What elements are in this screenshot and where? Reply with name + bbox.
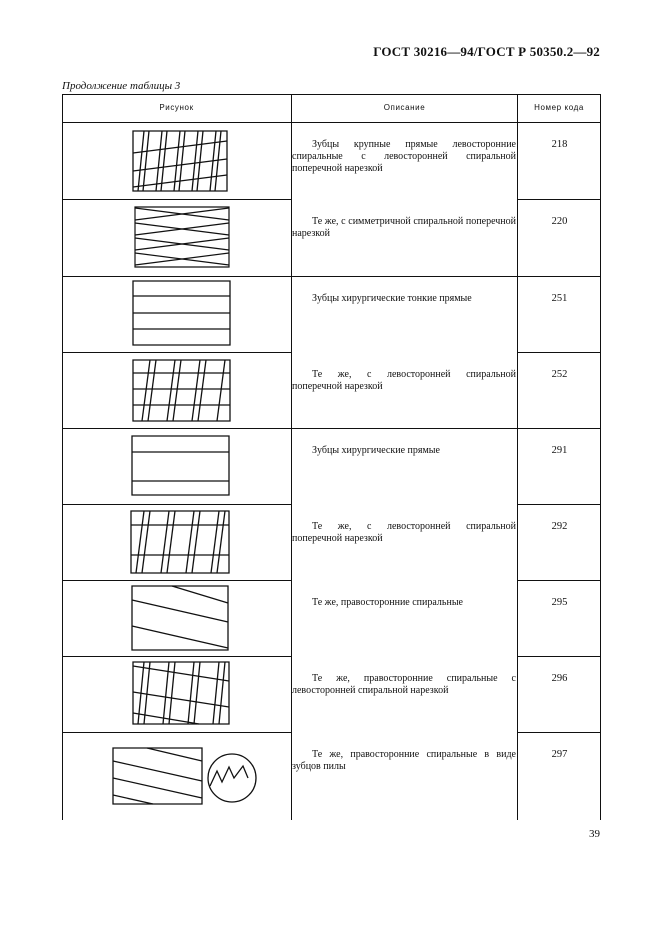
column-header-description: Описание: [383, 103, 426, 112]
row-divider: [62, 580, 291, 581]
fine-straight-teeth-icon: [62, 277, 291, 353]
table-border-top: [62, 94, 601, 95]
row-code: 220: [551, 216, 568, 227]
row-code: 251: [551, 293, 568, 304]
row-divider: [62, 276, 601, 277]
table-row: Те же, правосторонние спиральные с левос…: [62, 657, 601, 733]
table-row: Зубцы хирургические тонкие прямые 251: [62, 277, 601, 353]
row-divider: [62, 428, 601, 429]
right-spiral-with-left-cut-icon: [62, 657, 291, 733]
table-row: Те же, с симметричной спиральной попереч…: [62, 200, 601, 276]
row-code: 218: [551, 139, 568, 150]
row-divider: [517, 656, 601, 657]
table-row: Те же, с левосторонней спиральной попере…: [62, 505, 601, 581]
row-divider: [517, 732, 601, 733]
column-divider: [517, 94, 518, 820]
row-code: 297: [551, 749, 568, 760]
row-description: Зубцы хирургические прямые: [312, 445, 440, 456]
row-description: Те же, правосторонние спиральные с левос…: [292, 673, 516, 696]
coarse-left-spiral-with-cross-cut-icon: [62, 123, 291, 199]
straight-teeth-icon: [62, 429, 291, 505]
row-divider: [62, 504, 291, 505]
table-border-left: [62, 94, 63, 820]
row-divider: [517, 580, 601, 581]
codes-table: Рисунок Описание Номер кода Зубцы крупны…: [62, 94, 601, 820]
table-border-right: [600, 94, 601, 820]
row-description: Те же, правосторонние спиральные в виде …: [292, 749, 516, 772]
column-divider: [291, 94, 292, 820]
column-header-figure: Рисунок: [159, 103, 194, 112]
right-spiral-teeth-icon: [62, 581, 291, 657]
symmetric-crosshatch-cut-icon: [62, 200, 291, 276]
standard-header: ГОСТ 30216—94/ГОСТ Р 50350.2—92: [373, 44, 600, 59]
row-code: 292: [551, 521, 568, 532]
row-description: Те же, с симметричной спиральной попереч…: [292, 216, 516, 239]
row-code: 252: [551, 369, 568, 380]
row-description: Те же, с левосторонней спиральной попере…: [292, 521, 516, 544]
row-divider: [62, 352, 291, 353]
row-description: Те же, с левосторонней спиральной попере…: [292, 369, 516, 392]
row-divider: [517, 352, 601, 353]
fine-left-spiral-cross-cut-icon: [62, 353, 291, 429]
table-row: Зубцы хирургические прямые 291: [62, 429, 601, 505]
row-code: 295: [551, 597, 568, 608]
row-code: 296: [551, 673, 568, 684]
saw-tooth-spiral-icon: [62, 733, 291, 820]
continuation-label: Продолжение таблицы 3: [62, 80, 181, 92]
table-row: Те же, с левосторонней спиральной попере…: [62, 353, 601, 429]
row-description: Зубцы хирургические тонкие прямые: [312, 293, 472, 304]
row-divider: [62, 732, 291, 733]
row-divider: [62, 656, 291, 657]
row-description: Те же, правосторонние спиральные: [312, 597, 463, 608]
row-description: Зубцы крупные прямые левосторонние спира…: [292, 139, 516, 174]
page-number: 39: [589, 828, 600, 840]
table-row: Зубцы крупные прямые левосторонние спира…: [62, 123, 601, 199]
header-divider: [62, 122, 601, 123]
column-header-code: Номер кода: [534, 103, 584, 112]
row-code: 291: [551, 445, 568, 456]
table-row: Те же, правосторонние спиральные 295: [62, 581, 601, 657]
row-divider: [517, 504, 601, 505]
straight-left-spiral-cross-cut-icon: [62, 505, 291, 581]
table-row: Те же, правосторонние спиральные в виде …: [62, 733, 601, 820]
row-divider: [517, 199, 601, 200]
row-divider: [62, 199, 291, 200]
